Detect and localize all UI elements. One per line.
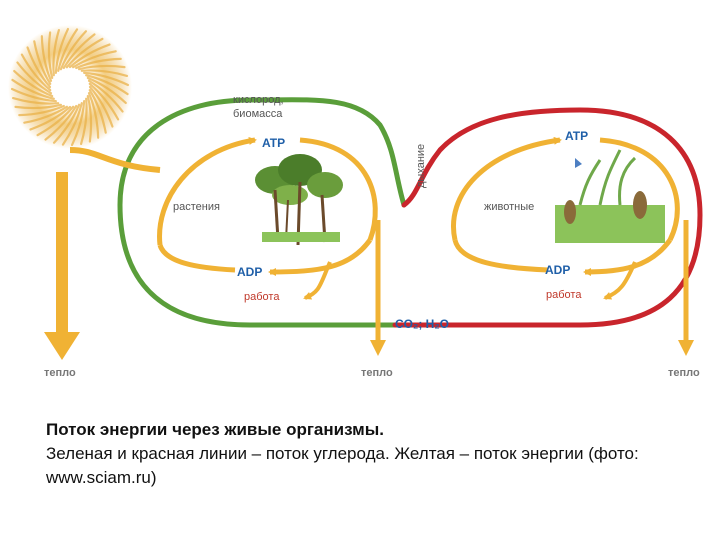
- label-animals: животные: [484, 201, 534, 213]
- figure-caption: Поток энергии через живые организмы. Зел…: [46, 418, 686, 490]
- label-biomass-line2: биомасса: [233, 108, 283, 120]
- energy-flow-sun-to-plants: [70, 150, 160, 170]
- label-heat-right: тепло: [668, 367, 700, 379]
- label-heat-left: тепло: [44, 367, 76, 379]
- energy-flow-diagram: кислород, биомасса дыхание ATP ATP расте…: [0, 0, 720, 400]
- label-plants: растения: [173, 201, 220, 213]
- label-adp-left: ADP: [237, 265, 262, 279]
- label-work-right: работа: [546, 289, 582, 301]
- label-work-left: работа: [244, 291, 280, 303]
- trees-illustration: [255, 154, 343, 245]
- label-atp-left: ATP: [262, 136, 285, 150]
- label-heat-middle: тепло: [361, 367, 393, 379]
- label-oxygen-line1: кислород,: [233, 94, 284, 106]
- sun-icon: [8, 25, 132, 149]
- caption-title: Поток энергии через живые организмы.: [46, 420, 384, 439]
- energy-flow-sun-to-heat-arrow: [44, 172, 80, 360]
- animals-illustration: [555, 150, 665, 243]
- caption-body: Зеленая и красная линии – поток углерода…: [46, 444, 639, 487]
- label-co2-h2o: CO₂; H₂O: [395, 317, 449, 331]
- label-adp-right: ADP: [545, 263, 570, 277]
- label-atp-right: ATP: [565, 129, 588, 143]
- label-respiration: дыхание: [415, 144, 427, 188]
- butterfly-icon: [575, 158, 582, 168]
